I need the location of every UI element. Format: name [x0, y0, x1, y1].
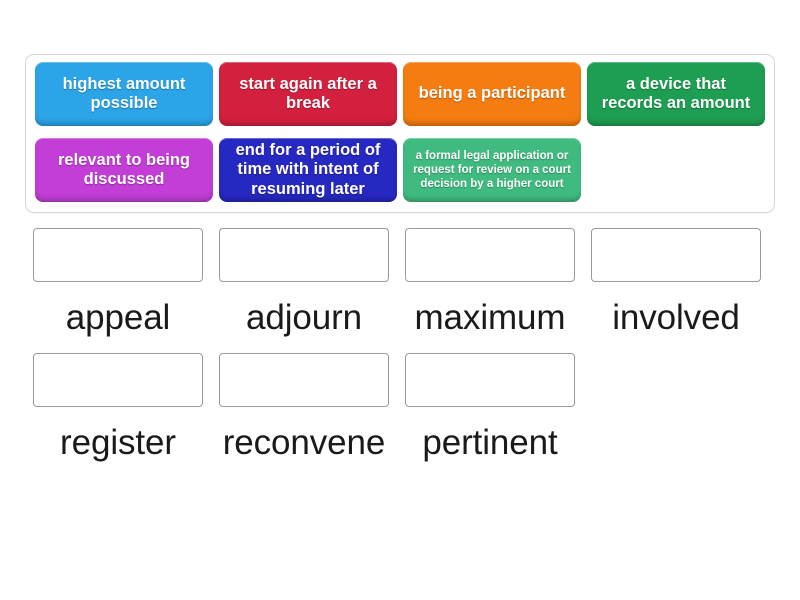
drop-zone-register[interactable] — [33, 353, 203, 407]
tile-slot: being a participant — [400, 62, 584, 126]
answer-cell-adjourn: adjourn — [211, 228, 397, 335]
tile-slot: a formal legal application or request fo… — [400, 138, 584, 202]
definition-tile-1[interactable]: highest amount possible — [35, 62, 213, 126]
word-label-involved: involved — [612, 298, 740, 337]
answer-area: appeal adjourn maximum involved register — [25, 228, 775, 460]
answer-row-1: appeal adjourn maximum involved — [25, 228, 775, 335]
drop-zone-maximum[interactable] — [405, 228, 575, 282]
word-label-adjourn: adjourn — [245, 298, 363, 337]
answer-cell-reconvene: reconvene — [211, 353, 397, 460]
drop-zone-reconvene[interactable] — [219, 353, 389, 407]
tile-slot: highest amount possible — [32, 62, 216, 126]
word-label-pertinent: pertinent — [422, 423, 558, 462]
word-label-register: register — [60, 423, 176, 462]
definition-tile-2[interactable]: start again after a break — [219, 62, 397, 126]
tile-tray: highest amount possible start again afte… — [25, 54, 775, 213]
answer-cell-maximum: maximum — [397, 228, 583, 335]
drop-zone-adjourn[interactable] — [219, 228, 389, 282]
drop-zone-appeal[interactable] — [33, 228, 203, 282]
definition-tile-6[interactable]: end for a period of time with intent of … — [219, 138, 397, 202]
tile-slot: relevant to being discussed — [32, 138, 216, 202]
definition-tile-3[interactable]: being a participant — [403, 62, 581, 126]
word-label-appeal: appeal — [65, 298, 171, 337]
tile-slot: start again after a break — [216, 62, 400, 126]
tile-slot-empty — [584, 138, 768, 202]
definition-tile-4[interactable]: a device that records an amount — [587, 62, 765, 126]
tile-slot: end for a period of time with intent of … — [216, 138, 400, 202]
tile-tray-row-2: relevant to being discussed end for a pe… — [32, 138, 768, 210]
answer-row-2: register reconvene pertinent — [25, 353, 775, 460]
tile-slot: a device that records an amount — [584, 62, 768, 126]
answer-cell-register: register — [25, 353, 211, 460]
drop-zone-pertinent[interactable] — [405, 353, 575, 407]
answer-cell-appeal: appeal — [25, 228, 211, 335]
word-label-reconvene: reconvene — [222, 423, 386, 462]
answer-cell-involved: involved — [583, 228, 769, 335]
answer-cell-pertinent: pertinent — [397, 353, 583, 460]
drop-zone-involved[interactable] — [591, 228, 761, 282]
definition-tile-7[interactable]: a formal legal application or request fo… — [403, 138, 581, 202]
word-label-maximum: maximum — [414, 298, 566, 337]
answer-cell-empty — [583, 353, 769, 460]
tile-tray-row-1: highest amount possible start again afte… — [32, 62, 768, 134]
definition-tile-5[interactable]: relevant to being discussed — [35, 138, 213, 202]
